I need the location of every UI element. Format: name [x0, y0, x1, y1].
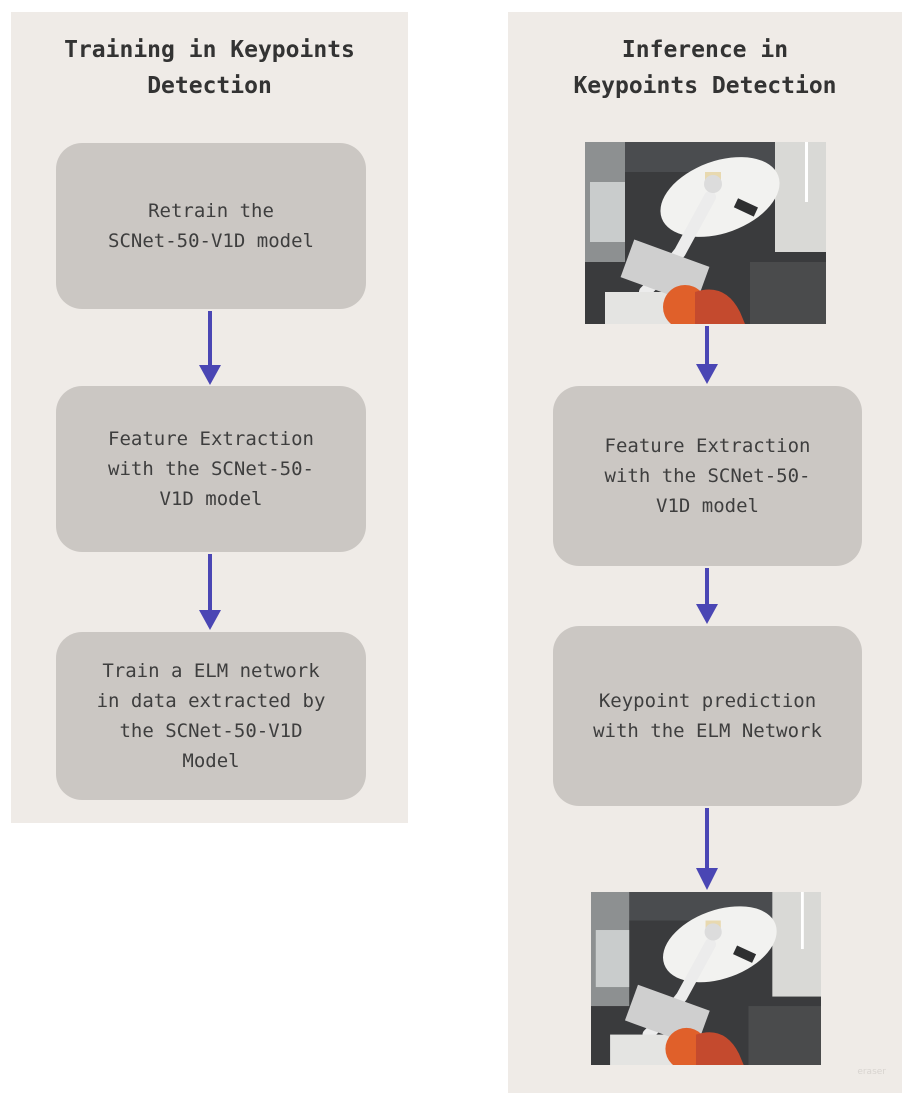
- watermark: eraser: [857, 1067, 886, 1077]
- node-feature-extraction-infer: Feature Extraction with the SCNet-50- V1…: [553, 386, 862, 566]
- arrow-extract-to-elm: [199, 554, 221, 630]
- node-retrain-model: Retrain the SCNet-50-V1D model: [56, 143, 366, 309]
- training-lane-title: Training in Keypoints Detection: [64, 37, 355, 99]
- arrow-predict-to-output: [696, 808, 718, 890]
- arrow-retrain-to-extract: [199, 311, 221, 385]
- arrow-photo-to-extract: [696, 326, 718, 384]
- input-robot-photo: [585, 142, 826, 324]
- output-robot-photo: [591, 892, 821, 1065]
- node-train-elm: Train a ELM network in data extracted by…: [56, 632, 366, 800]
- arrow-extract-to-predict: [696, 568, 718, 624]
- inference-lane-title: Inference in Keypoints Detection: [573, 37, 837, 99]
- node-keypoint-prediction: Keypoint prediction with the ELM Network: [553, 626, 862, 806]
- node-feature-extraction-train: Feature Extraction with the SCNet-50- V1…: [56, 386, 366, 552]
